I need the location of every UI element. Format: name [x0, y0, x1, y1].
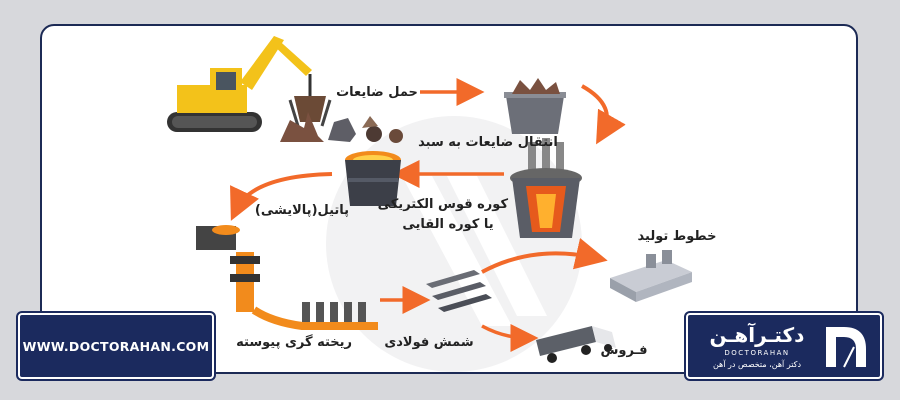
- label-continuous-casting: ریخته گری پیوسته: [236, 335, 352, 350]
- brand-mark-icon: [822, 323, 874, 371]
- label-production-lines: خطوط تولید: [637, 229, 717, 244]
- label-ladle: پاتیل(پالایشی): [254, 203, 350, 218]
- website-badge[interactable]: WWW.DOCTORAHAN.COM: [18, 313, 214, 379]
- label-steel-billet: شمش فولادی: [384, 335, 474, 350]
- steel-billet-icon: [426, 270, 492, 312]
- flow-arrows: [230, 78, 626, 352]
- label-scrap-transport: حمل ضایعات: [336, 85, 418, 100]
- label-scrap-to-basket: انتقال ضایعات به سبد: [418, 135, 558, 150]
- production-line-icon: [610, 250, 692, 302]
- logo-name-en: DOCTORAHAN: [724, 349, 790, 357]
- scrap-pile-icon: [280, 112, 403, 143]
- label-sales: فـروش: [600, 343, 648, 358]
- label-furnace-line2: یا کوره القایی: [402, 217, 494, 232]
- logo-tagline: دکتر آهن، متخصص در آهن: [712, 360, 802, 369]
- website-url[interactable]: WWW.DOCTORAHAN.COM: [22, 338, 210, 354]
- label-furnace-line1: کوره قوس الکتریکی: [377, 197, 508, 212]
- logo-name-fa: دکتـرآهـن: [709, 323, 805, 347]
- ladle-icon: [345, 151, 401, 206]
- brand-logo-badge: دکتـرآهـن DOCTORAHAN دکتر آهن، متخصص در …: [686, 313, 882, 379]
- delivery-truck-icon: [536, 326, 616, 363]
- excavator-icon: [167, 36, 332, 132]
- arc-furnace-icon: [510, 138, 582, 238]
- continuous-casting-icon: [196, 225, 378, 330]
- scrap-basket-icon: [504, 78, 566, 134]
